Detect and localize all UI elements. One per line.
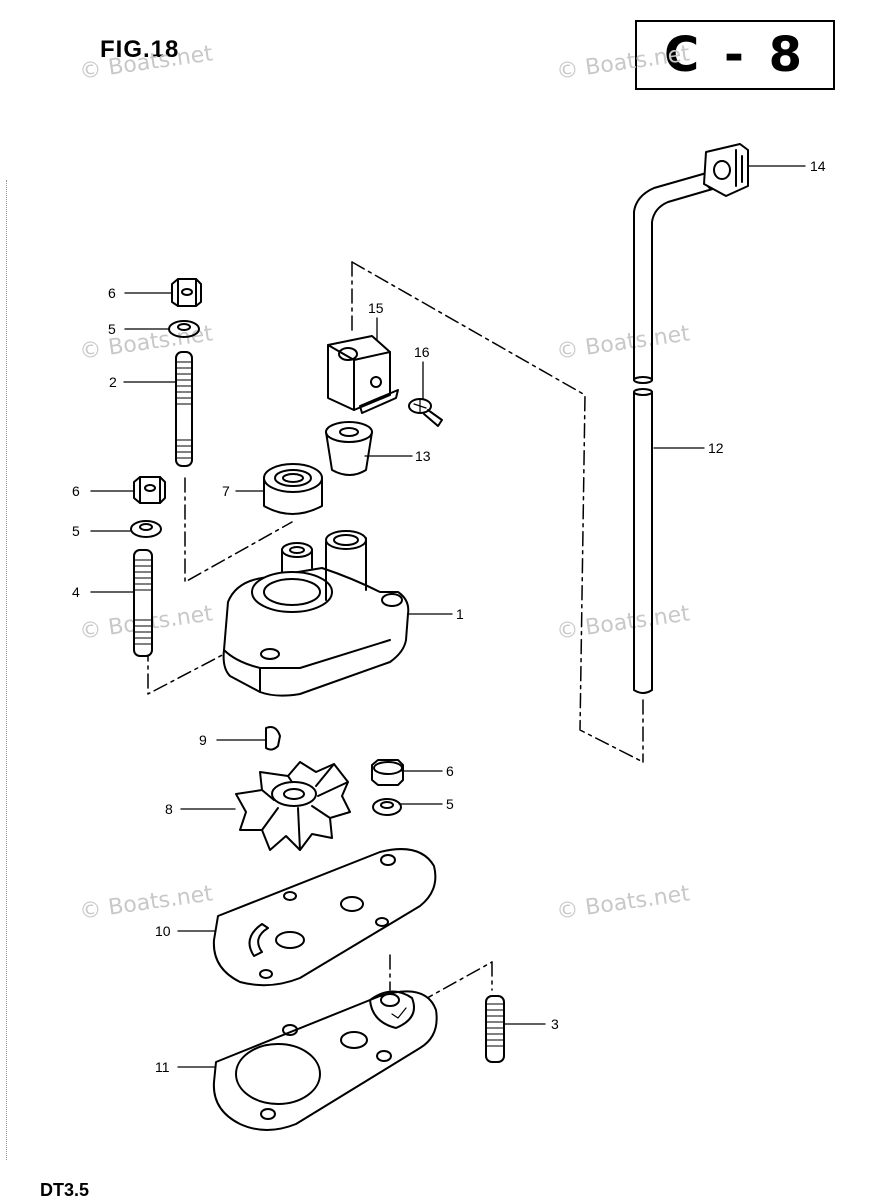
leader-lines (90, 165, 806, 1068)
part-7-bearing (263, 463, 323, 515)
callout-10: 10 (155, 923, 171, 939)
part-9-key (265, 726, 281, 751)
callout-1: 1 (456, 606, 464, 622)
part-5-washer (130, 520, 162, 538)
part-3-stud (485, 995, 505, 1063)
callout-11: 11 (155, 1059, 170, 1075)
part-5-washer (372, 798, 402, 816)
callout-16: 16 (414, 344, 430, 360)
part-10-plate (212, 848, 437, 987)
part-13-grommet (325, 421, 373, 476)
scan-edge (6, 180, 9, 1160)
part-14-clip (703, 143, 749, 197)
part-8-impeller (235, 761, 351, 851)
assembly-line (147, 261, 644, 1003)
callout-6: 6 (108, 285, 116, 301)
callout-3: 3 (551, 1016, 559, 1032)
part-6-nut (371, 759, 404, 786)
page-code-box: C - 8 (635, 20, 835, 90)
part-4-stud (133, 549, 153, 657)
callout-4: 4 (72, 584, 80, 600)
callout-14: 14 (810, 158, 826, 174)
part-6-nut (171, 278, 202, 307)
callout-15: 15 (368, 300, 384, 316)
part-16-screw (408, 398, 443, 427)
callout-13: 13 (415, 448, 431, 464)
callout-2: 2 (109, 374, 117, 390)
callout-6: 6 (72, 483, 80, 499)
part-11-gasket (212, 990, 438, 1131)
part-5-washer (168, 320, 200, 338)
callout-5: 5 (108, 321, 116, 337)
callout-12: 12 (708, 440, 724, 456)
callout-5: 5 (72, 523, 80, 539)
part-2-stud (175, 351, 193, 467)
callout-9: 9 (199, 732, 207, 748)
figure-title: FIG.18 (100, 36, 180, 63)
part-6-nut (133, 476, 166, 504)
callout-7: 7 (222, 483, 230, 499)
model-label: DT3.5 (40, 1180, 90, 1200)
callout-8: 8 (165, 801, 173, 817)
callout-5: 5 (446, 796, 454, 812)
part-12-tube (633, 170, 721, 694)
part-15-block (327, 335, 399, 414)
callout-6: 6 (446, 763, 454, 779)
part-1-pump-case (222, 530, 410, 697)
